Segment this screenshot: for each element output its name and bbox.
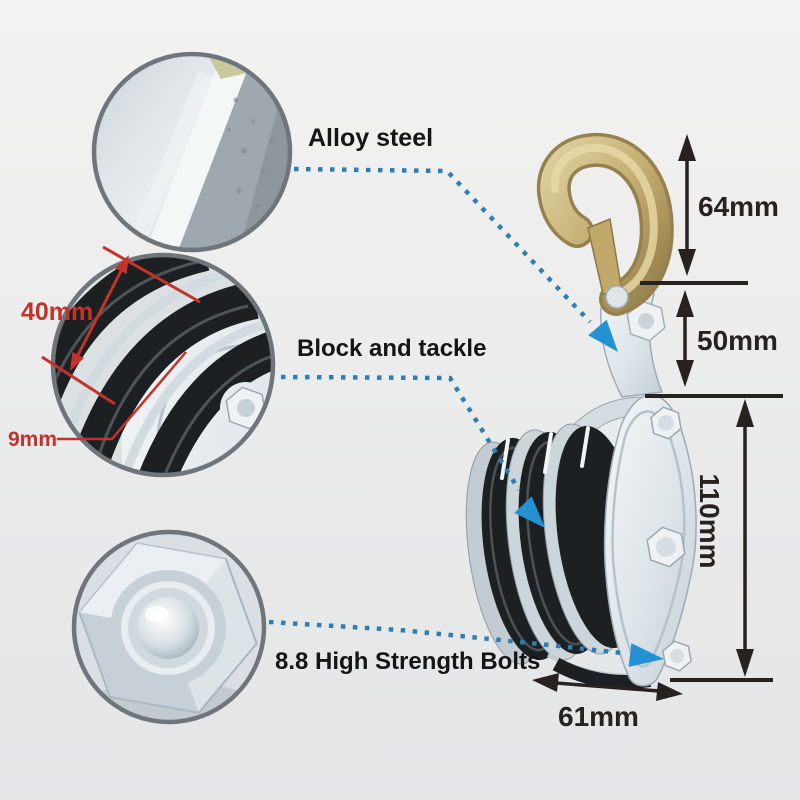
dimension-label-body-height: 110mm (694, 474, 725, 569)
circle-border (71, 529, 267, 725)
sheave-rim (53, 255, 210, 459)
sheave-diameter-annotation: 40mm (21, 245, 201, 406)
dimension-body-height: 110mm (670, 399, 773, 682)
dimension-arrowhead-icon (678, 134, 696, 161)
dimension-arrowhead-icon (736, 649, 754, 677)
red-arrowhead-icon (70, 352, 84, 371)
dimension-arrowhead-icon (532, 673, 559, 692)
blue-arrowhead-icon (628, 643, 664, 667)
callout-label-alloy-steel: Alloy steel (308, 124, 433, 152)
dimension-shackle-height: 50mm (645, 290, 783, 398)
callout-label-block-tackle: Block and tackle (297, 335, 486, 362)
bolt-dome (137, 597, 199, 659)
groove-width-annotation: 9mm (8, 351, 187, 451)
dimension-arrowhead-icon (736, 399, 754, 427)
dimension-arrowhead-icon (676, 290, 694, 317)
dimension-arrowhead-icon (656, 682, 683, 701)
callout-label-bolts: 8.8 High Strength Bolts (275, 648, 540, 675)
callout-connectors (268, 166, 623, 656)
hook (536, 132, 674, 316)
dimension-body-width: 61mm (532, 673, 683, 732)
plate-emboss (611, 410, 686, 668)
blue-arrowhead-icon (588, 319, 618, 352)
groove-width-label: 9mm (8, 428, 57, 451)
connector-alloy-steel (293, 166, 592, 324)
sheave-diameter-label: 40mm (21, 298, 93, 326)
dimension-label-body-width: 61mm (558, 701, 639, 732)
dimension-label-hook-height: 64mm (698, 191, 779, 222)
callout-arrowheads (514, 319, 664, 667)
dimension-arrowhead-icon (676, 360, 694, 387)
product-pulley-block (465, 132, 697, 689)
red-arrowhead-icon (115, 255, 129, 274)
hook-pin (605, 285, 629, 309)
circle-border (91, 51, 293, 253)
dimension-label-shackle-height: 50mm (697, 325, 778, 356)
blue-arrowhead-icon (514, 496, 545, 528)
dimension-arrowhead-icon (678, 249, 696, 276)
connector-block-tackle (280, 374, 521, 492)
dimension-hook-height: 64mm (640, 134, 779, 285)
detail-circle-alloy-steel (91, 51, 293, 253)
